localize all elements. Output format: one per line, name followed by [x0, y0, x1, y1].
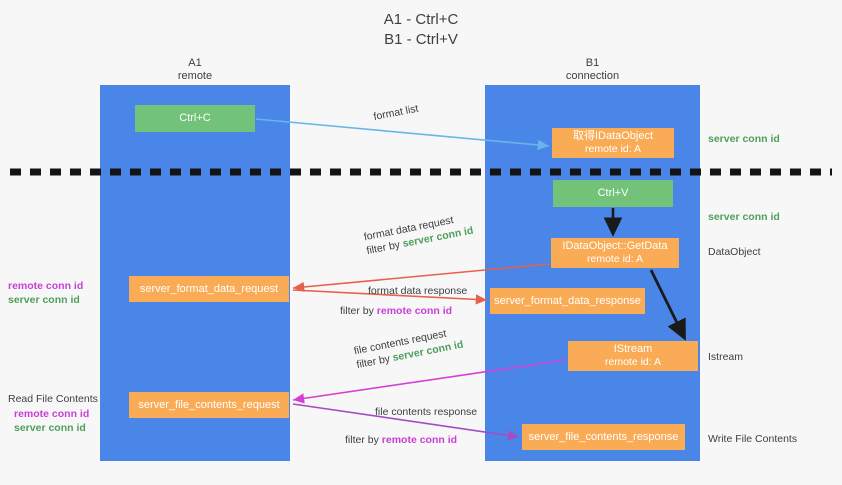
filter-prefix: filter by	[345, 434, 382, 446]
left-label-conn-ids-bottom: remote conn id server conn id	[14, 407, 89, 435]
filter-prefix: filter by	[340, 305, 377, 317]
left-label-server-conn-id-2: server conn id	[14, 422, 86, 434]
filter-value-remote-conn-id: remote conn id	[381, 434, 458, 446]
edge-label-format-list-text: format list	[372, 102, 420, 124]
node-server-format-data-response-label: server_format_data_response	[494, 294, 641, 307]
side-label-dataobject: DataObject	[708, 246, 761, 258]
edge-label-format-data-request: format data request filter by server con…	[363, 210, 475, 258]
edge-label-format-data-response-filter: filter by remote conn id	[330, 298, 467, 318]
lane-b1-sub: connection	[565, 70, 620, 82]
node-server-format-data-request[interactable]: server_format_data_request	[129, 276, 289, 302]
node-istream[interactable]: IStream remote id: A	[568, 341, 698, 371]
node-istream-remote-id: remote id: A	[604, 356, 662, 368]
node-idataobject-getdata[interactable]: IDataObject::GetData remote id: A	[551, 238, 679, 268]
left-label-conn-ids-top: remote conn id server conn id	[8, 279, 83, 307]
edge-label-file-contents-response: file contents response filter by remote …	[345, 405, 477, 447]
node-ctrl-v-label: Ctrl+V	[597, 187, 629, 199]
lane-a1-name: A1	[188, 57, 202, 69]
node-server-format-data-request-label: server_format_data_request	[139, 282, 279, 295]
node-server-format-data-response[interactable]: server_format_data_response	[490, 288, 645, 314]
side-label-server-conn-id-top: server conn id	[708, 133, 780, 145]
node-getdata-remote-id: remote id: A	[586, 253, 644, 265]
node-idataobject-title: 取得IDataObject	[572, 130, 654, 142]
left-label-server-conn-id-1: server conn id	[8, 294, 80, 306]
node-istream-title: IStream	[613, 343, 653, 355]
node-idataobject-remote-id: remote id: A	[584, 143, 642, 155]
left-label-read-file-contents: Read File Contents	[8, 393, 98, 405]
edge-label-format-list: format list	[372, 102, 420, 124]
node-getdata-title: IDataObject::GetData	[562, 240, 668, 252]
node-server-file-contents-request[interactable]: server_file_contents_request	[129, 392, 289, 418]
left-label-remote-conn-id-1: remote conn id	[8, 280, 84, 292]
lane-b1-name: B1	[585, 57, 600, 69]
page-title: A1 - Ctrl+C B1 - Ctrl+V	[383, 11, 459, 48]
lane-header-a1: A1 remote	[100, 57, 290, 83]
node-ctrl-c[interactable]: Ctrl+C	[135, 105, 255, 132]
edge-label-file-contents-response-filter: filter by remote conn id	[345, 419, 477, 447]
node-server-file-contents-response[interactable]: server_file_contents_response	[522, 424, 685, 450]
node-server-file-contents-response-label: server_file_contents_response	[528, 430, 679, 443]
side-label-write-file-contents: Write File Contents	[708, 433, 798, 445]
side-label-server-conn-id-mid: server conn id	[708, 211, 780, 223]
node-ctrl-v[interactable]: Ctrl+V	[553, 180, 673, 207]
left-label-remote-conn-id-2: remote conn id	[14, 408, 90, 420]
filter-value-remote-conn-id: remote conn id	[376, 305, 453, 317]
lane-a1-sub: remote	[177, 70, 213, 82]
edge-label-file-contents-response-line1: file contents response	[375, 406, 478, 418]
node-server-file-contents-request-label: server_file_contents_request	[138, 398, 280, 411]
side-label-istream: Istream	[708, 351, 744, 363]
edge-label-file-contents-request: file contents request filter by server c…	[353, 324, 465, 372]
node-ctrl-c-label: Ctrl+C	[179, 112, 211, 124]
edge-label-format-data-response-line1: format data response	[368, 285, 468, 297]
lane-header-b1: B1 connection	[485, 57, 700, 83]
node-idataobject[interactable]: 取得IDataObject remote id: A	[552, 128, 674, 158]
edge-label-format-data-response: format data response filter by remote co…	[330, 284, 467, 318]
